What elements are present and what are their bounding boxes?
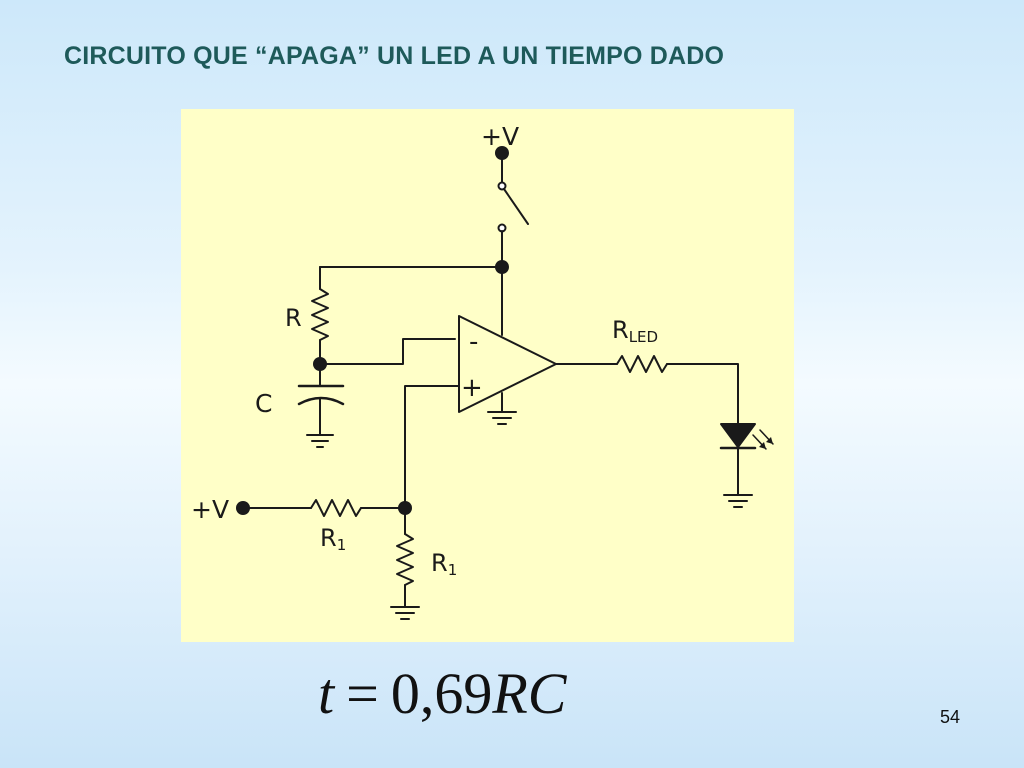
led-arrowhead-1 — [759, 442, 766, 449]
resistor-r — [311, 288, 329, 341]
terminal-supply-top — [495, 146, 509, 160]
label-resistor-r1-ground: R1 — [431, 551, 457, 578]
label-resistor-r: R — [285, 304, 302, 332]
page-number: 54 — [940, 707, 961, 727]
resistor-rled — [616, 355, 668, 373]
terminal-supply-left — [236, 501, 250, 515]
formula-value: 0,69 — [390, 661, 493, 726]
wire-rled-led — [666, 363, 739, 425]
circuit-schematic — [236, 146, 774, 620]
formula-equals: = — [346, 661, 379, 726]
junction-top-rail — [495, 260, 509, 274]
label-resistor-r1-series: R1 — [320, 526, 346, 553]
led-arrowhead-2 — [766, 437, 773, 444]
wire-rc-to-inverting — [319, 338, 456, 365]
label-rled-main: R — [612, 316, 629, 344]
timing-formula: t=0,69RC — [318, 660, 566, 727]
label-opamp-noninverting: + — [461, 373, 483, 403]
formula-lhs: t — [318, 661, 335, 726]
resistor-r1-ground — [396, 533, 414, 586]
junction-divider — [398, 501, 412, 515]
label-supply-top: +V — [481, 122, 520, 151]
junction-rc — [313, 357, 327, 371]
switch-contact-top — [497, 181, 507, 191]
label-capacitor-c: C — [255, 389, 273, 418]
label-opamp-inverting: - — [469, 327, 479, 357]
label-r1-series-main: R — [320, 524, 337, 552]
label-r1-ground-main: R — [431, 549, 448, 577]
slide-title: CIRCUITO QUE “APAGA” UN LED A UN TIEMPO … — [64, 42, 725, 70]
label-r1-ground-sub: 1 — [447, 561, 458, 579]
resistor-r1-series — [310, 499, 362, 517]
circuit-diagram: +V +V R C - + RLED R1 R1 — [181, 109, 794, 642]
label-resistor-rled: RLED — [612, 318, 658, 345]
label-supply-left: +V — [191, 495, 230, 524]
label-r1-series-sub: 1 — [336, 536, 347, 554]
formula-rhs: RC — [492, 661, 567, 726]
label-rled-sub: LED — [628, 328, 659, 346]
opamp-triangle — [458, 315, 557, 413]
led-diode — [720, 423, 756, 448]
wire-noninverting-divider — [404, 385, 460, 510]
switch-blade — [503, 188, 529, 225]
